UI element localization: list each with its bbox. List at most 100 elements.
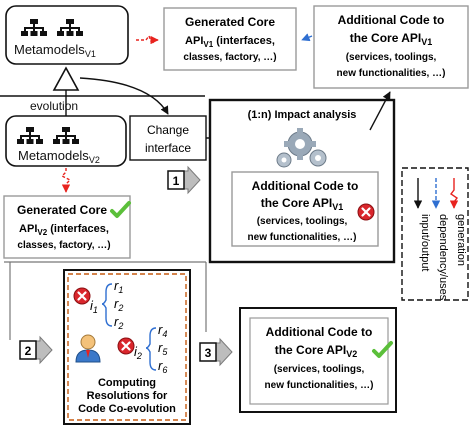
legend-io-label: input/output — [419, 214, 431, 272]
step-2-indicator: 2 — [19, 336, 53, 364]
r2a-label: r — [114, 296, 119, 311]
svg-text:the Core APIV1: the Core APIV1 — [261, 196, 344, 212]
r4-sub: 4 — [162, 329, 167, 339]
svg-text:r6: r6 — [158, 358, 167, 375]
step-1-indicator: 1 — [167, 166, 201, 194]
i2-label: i — [134, 344, 138, 359]
r5-label: r — [158, 340, 163, 355]
gear-icon — [284, 128, 316, 160]
resolutions-caption-line2: Resolutions for — [87, 390, 168, 402]
svg-text:the Core APIV1: the Core APIV1 — [350, 31, 433, 47]
svg-text:MetamodelsV2: MetamodelsV2 — [18, 148, 100, 165]
change-interface-line2: interface — [145, 141, 191, 155]
generated-core-v2-rest: (interfaces, — [47, 223, 109, 235]
svg-text:the Core APIV2: the Core APIV2 — [275, 343, 358, 359]
svg-text:i2: i2 — [134, 344, 142, 361]
additional-code-v1-impact-sub: V1 — [332, 202, 343, 212]
r4-label: r — [158, 322, 163, 337]
generated-core-api-v1-box: Generated Core APIV1 (interfaces, classe… — [163, 7, 297, 71]
additional-code-v1-top-api: the Core API — [350, 31, 422, 45]
change-interface-box: Change interface — [129, 115, 207, 161]
r5-sub: 5 — [162, 347, 168, 357]
metamodels-v2-subscript: V2 — [89, 155, 100, 165]
additional-code-v2-box: Additional Code to the Core APIV2 (servi… — [239, 307, 397, 413]
generated-core-v1-rest: (interfaces, — [213, 35, 275, 47]
evolution-triangle — [52, 66, 80, 91]
metamodels-v1-label: Metamodels — [14, 42, 85, 57]
metamodels-v1-box: MetamodelsV1 — [5, 5, 129, 65]
generated-core-v2-line3: classes, factory, …) — [17, 240, 110, 251]
generated-core-v2-api: API — [19, 223, 37, 235]
step-2-label: 2 — [25, 344, 32, 358]
evolution-label: evolution — [30, 99, 78, 113]
resolutions-caption-line1: Computing — [98, 377, 156, 389]
svg-text:r4: r4 — [158, 322, 167, 339]
impact-analysis-title: (1:n) Impact analysis — [248, 109, 357, 121]
brace-i2 — [145, 327, 157, 371]
legend-generation-label: generation — [455, 214, 467, 266]
additional-code-v2-api: the Core API — [275, 343, 347, 357]
legend-dependency-label: dependency/uses — [437, 214, 449, 301]
additional-code-v1-top-line4: new functionalities, …) — [337, 68, 446, 79]
step-3-indicator: 3 — [199, 338, 233, 366]
gear-icon — [276, 152, 292, 168]
r1-sub: 1 — [118, 285, 123, 295]
svg-text:r2: r2 — [114, 314, 123, 331]
i2-sub: 2 — [136, 351, 142, 361]
error-icon — [116, 336, 136, 356]
additional-code-v1-impact-line3: (services, toolings, — [257, 216, 348, 227]
dependency-arrow-v1 — [301, 33, 313, 42]
additional-code-v1-impact-line1: Additional Code to — [252, 179, 359, 193]
r1-label: r — [114, 278, 119, 293]
svg-text:MetamodelsV1: MetamodelsV1 — [14, 42, 96, 59]
metamodels-v2-label: Metamodels — [18, 148, 89, 163]
additional-code-v1-top-line1: Additional Code to — [338, 13, 445, 27]
svg-text:APIV2 (interfaces,: APIV2 (interfaces, — [19, 223, 109, 237]
r2a-sub: 2 — [117, 303, 123, 313]
additional-code-v1-impact-api: the Core API — [261, 196, 333, 210]
generated-core-v2-sub: V2 — [37, 228, 47, 237]
additional-code-v1-top-sub: V1 — [421, 37, 432, 47]
change-interface-line1: Change — [147, 123, 189, 137]
r6-label: r — [158, 358, 163, 373]
i1-label: i — [90, 298, 94, 313]
generation-arrow-v1 — [136, 34, 159, 46]
svg-text:r2: r2 — [114, 296, 123, 313]
svg-text:i1: i1 — [90, 298, 98, 315]
additional-code-v1-impact-line4: new functionalities, …) — [248, 232, 357, 243]
gear-icon — [309, 149, 327, 167]
generated-core-v1-sub: V1 — [203, 40, 213, 49]
generated-core-v1-line1: Generated Core — [185, 15, 275, 29]
r6-sub: 6 — [162, 365, 167, 375]
additional-code-v2-sub: V2 — [346, 349, 357, 359]
svg-text:APIV1 (interfaces,: APIV1 (interfaces, — [185, 35, 275, 49]
svg-text:r5: r5 — [158, 340, 168, 357]
generated-core-api-v2-box: Generated Core APIV2 (interfaces, classe… — [3, 195, 131, 259]
generated-core-v1-line3: classes, factory, …) — [183, 52, 276, 63]
legend-box: input/output dependency/uses generation — [401, 167, 469, 301]
r2b-label: r — [114, 314, 119, 329]
additional-code-v1-impact-box — [231, 171, 379, 247]
resolutions-caption-line3: Code Co-evolution — [78, 403, 176, 415]
r2b-sub: 2 — [117, 321, 123, 331]
brace-i1 — [101, 283, 113, 327]
additional-code-v1-top-box: Additional Code to the Core APIV1 (servi… — [313, 5, 469, 89]
impact-to-additional-code-arrow — [369, 91, 391, 131]
evolution-to-change-arrow — [79, 77, 169, 115]
step-1-label: 1 — [173, 174, 180, 188]
error-icon — [72, 286, 92, 306]
user-avatar-icon — [75, 334, 101, 363]
resolutions-box: i1 r1 r2 r2 i2 r4 r5 r6 Computing Resolu… — [63, 269, 191, 425]
additional-code-v2-line3: (services, toolings, — [274, 364, 365, 375]
generation-arrow-v2 — [60, 168, 72, 193]
generated-core-v1-api: API — [185, 35, 203, 47]
i1-sub: 1 — [93, 305, 98, 315]
generated-core-v2-line1: Generated Core — [17, 203, 107, 217]
legend-generation-arrow — [449, 178, 459, 209]
metamodels-v2-box: MetamodelsV2 — [5, 115, 127, 167]
additional-code-v2-line1: Additional Code to — [266, 325, 373, 339]
svg-text:r1: r1 — [114, 278, 123, 295]
additional-code-v1-top-line3: (services, toolings, — [346, 52, 437, 63]
step-3-label: 3 — [205, 346, 212, 360]
